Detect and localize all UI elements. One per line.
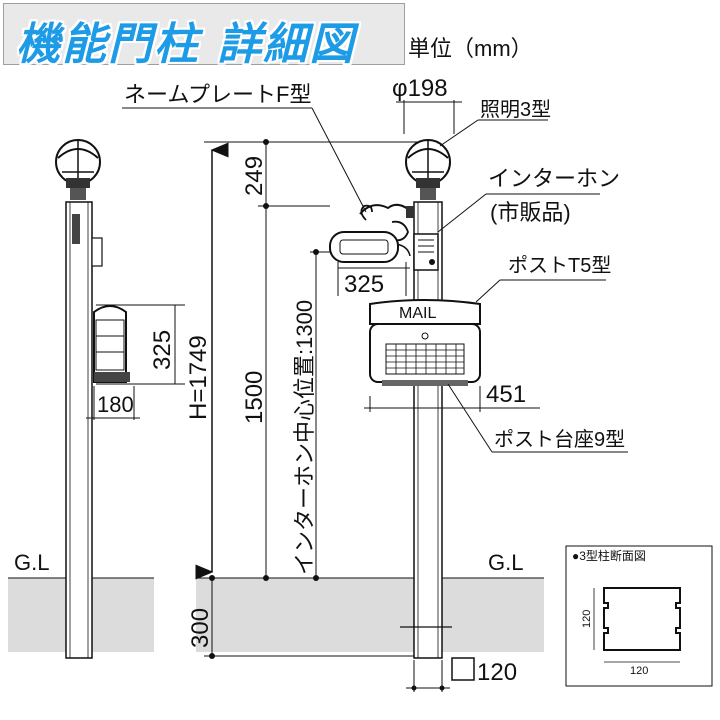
dim-post-side-depth: 180 — [97, 392, 134, 417]
intercom-icon — [413, 233, 439, 271]
front-column — [413, 201, 443, 659]
section-inset — [565, 545, 713, 687]
dim-embed-depth: 300 — [187, 608, 214, 648]
square-symbol-icon — [451, 657, 475, 681]
front-view — [329, 139, 481, 659]
side-mailbox-icon — [93, 305, 130, 383]
dim-nameplate-width: 325 — [344, 271, 384, 298]
mail-label: MAIL — [399, 305, 436, 322]
dim-post-side-height: 325 — [149, 330, 176, 370]
section-title: ●3型柱断面図 — [572, 548, 646, 563]
dim-diameter: φ198 — [392, 75, 448, 102]
gl-label-left: G.L — [14, 550, 49, 575]
front-light-icon — [405, 139, 451, 200]
dim-column-size: 120 — [477, 659, 517, 686]
dim-intercom-center: インターホン中心位置:1300 — [292, 300, 317, 575]
label-intercom-line2: (市販品) — [490, 200, 571, 225]
label-post-base: ポスト台座9型 — [494, 428, 625, 451]
unit-label: 単位（mm） — [408, 36, 533, 61]
mailbox-icon — [369, 299, 481, 386]
diagram-title: 機能門柱 詳細図 — [16, 19, 356, 70]
dim-post-height: 1500 — [241, 371, 268, 424]
side-view — [55, 139, 185, 659]
dim-post-width: 451 — [486, 381, 526, 408]
dim-top-gap: 249 — [241, 156, 268, 196]
label-intercom-line1: インターホン — [488, 166, 620, 191]
label-post: ポストT5型 — [508, 254, 611, 277]
label-nameplate: ネームプレートF型 — [124, 82, 311, 107]
title-banner: 機能門柱 詳細図 — [3, 3, 405, 70]
column-section-icon — [603, 587, 681, 651]
dim-section-width: 120 — [630, 665, 648, 677]
dim-total-height: H=1749 — [185, 335, 212, 420]
dim-section-height: 120 — [581, 610, 593, 628]
gl-label-right: G.L — [488, 550, 523, 575]
side-light-icon — [55, 139, 101, 200]
ground-right — [196, 578, 544, 652]
label-light: 照明3型 — [480, 98, 551, 121]
